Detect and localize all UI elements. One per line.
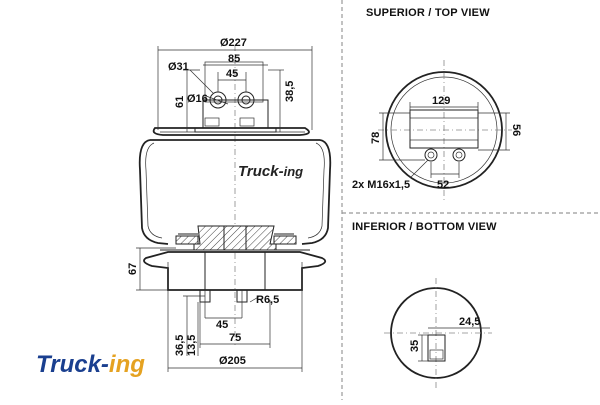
top-view-outer-circle — [385, 71, 503, 189]
logo-ing-text: ing — [109, 351, 145, 378]
main-dimension-labels: Ø227 85 Ø31 45 Ø16 38,5 61 67 R6,5 36,5 … — [127, 37, 296, 367]
dim-67: 67 — [127, 263, 139, 275]
bolt-spec: 2x M16x1,5 — [352, 179, 410, 191]
main-dimension-lines — [136, 46, 313, 372]
dim-35: 35 — [409, 340, 421, 352]
dim-45-top: 45 — [226, 68, 238, 80]
top-view: SUPERIOR / TOP VIEW 129 78 56 2x M16x1,5… — [352, 7, 522, 200]
dim-24-5: 24,5 — [459, 316, 480, 328]
dim-diameter-205: Ø205 — [219, 355, 246, 367]
dim-13-5: 13,5 — [186, 335, 198, 356]
bolt-hole-left — [424, 148, 438, 162]
svg-text:Truck-ing: Truck-ing — [238, 163, 303, 180]
dim-61: 61 — [174, 96, 186, 108]
dim-56: 56 — [510, 124, 522, 136]
dim-52: 52 — [437, 179, 449, 191]
bellow-outline — [138, 139, 332, 245]
bottom-view-title: INFERIOR / BOTTOM VIEW — [352, 221, 497, 233]
dim-radius-6-5: R6,5 — [256, 294, 279, 306]
bottom-view: INFERIOR / BOTTOM VIEW 24,5 35 — [352, 221, 497, 388]
dim-75: 75 — [229, 332, 241, 344]
dim-diameter-16: Ø16 — [187, 93, 208, 105]
dim-45-bottom: 45 — [216, 319, 228, 331]
dim-diameter-227: Ø227 — [220, 37, 247, 49]
svg-text:Truck-ing: Truck-ing — [36, 351, 145, 378]
truck-ing-logo: Truck-ing — [36, 351, 145, 378]
view-dividers — [341, 0, 600, 400]
logo-truck-text: Truck- — [36, 351, 109, 378]
bolt-hole-right — [452, 148, 466, 162]
side-view: Truck-ing — [127, 37, 332, 372]
piston — [143, 225, 327, 318]
dim-38-5: 38,5 — [284, 81, 296, 102]
dim-85: 85 — [228, 53, 240, 65]
top-bead-plate — [152, 127, 310, 136]
dim-129: 129 — [432, 95, 450, 107]
dim-diameter-31: Ø31 — [168, 61, 189, 73]
top-view-title: SUPERIOR / TOP VIEW — [366, 7, 490, 19]
dim-78: 78 — [370, 132, 382, 144]
bottom-view-stud-block — [427, 334, 446, 362]
bellow-brand-logo: Truck-ing — [238, 163, 303, 180]
dim-36-5: 36,5 — [174, 335, 186, 356]
